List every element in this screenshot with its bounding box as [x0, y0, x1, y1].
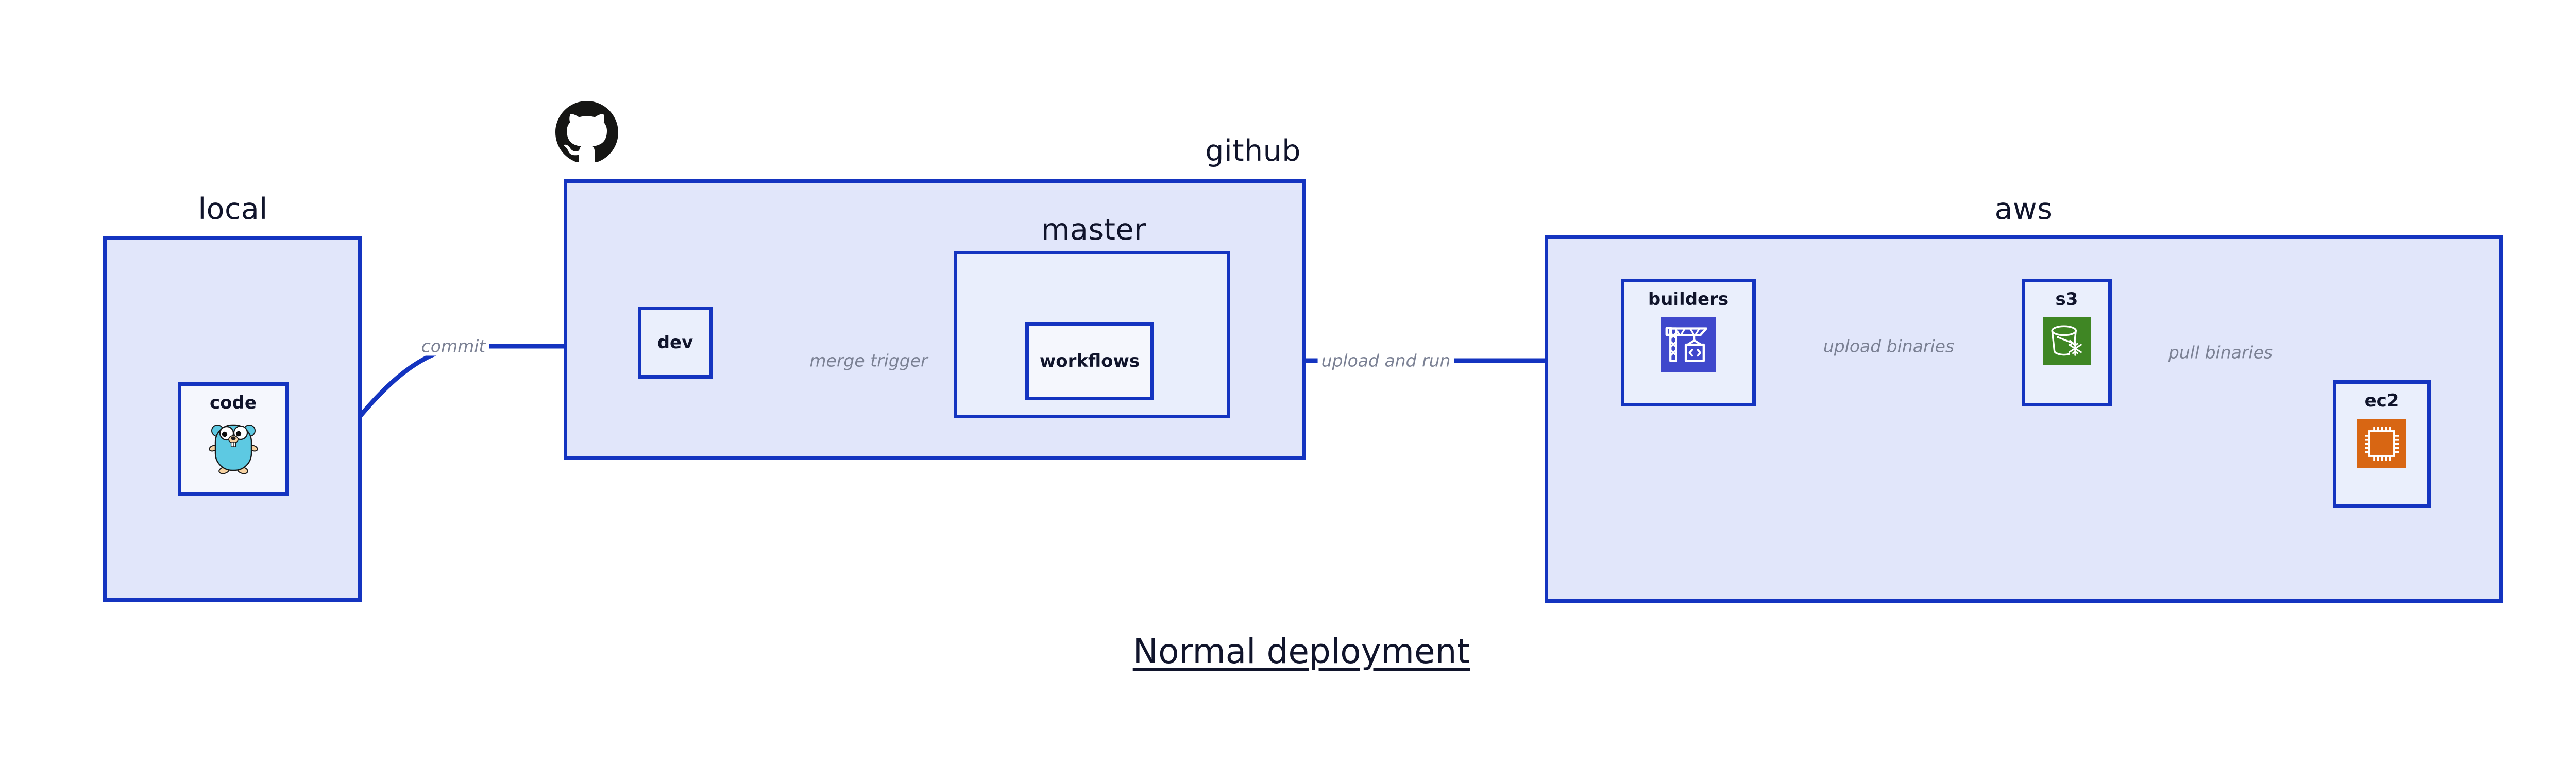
group-label-aws: aws [1994, 192, 2053, 226]
group-label-local: local [198, 192, 268, 226]
group-label-master: master [1041, 213, 1147, 247]
node-label-workflows: workflows [1039, 351, 1140, 371]
node-label-builders: builders [1648, 289, 1729, 310]
node-label-s3: s3 [2055, 289, 2078, 310]
edge-label-upload-binaries: upload binaries [1819, 336, 1958, 356]
node-s3[interactable]: s3 [2022, 279, 2112, 406]
aws-ec2-icon [2357, 419, 2406, 470]
node-label-dev: dev [657, 332, 693, 353]
node-workflows[interactable]: workflows [1025, 322, 1154, 400]
aws-s3-glacier-icon [2043, 317, 2091, 367]
node-dev[interactable]: dev [638, 307, 713, 379]
go-gopher-icon [208, 419, 258, 477]
github-octocat-logo [555, 101, 618, 166]
node-label-ec2: ec2 [2364, 390, 2399, 411]
node-label-code: code [210, 393, 257, 413]
edge-label-pull-binaries: pull binaries [2164, 343, 2277, 362]
edge-label-merge-trigger: merge trigger [806, 351, 931, 370]
node-code[interactable]: code [178, 382, 289, 496]
group-label-github: github [1205, 134, 1301, 168]
edge-label-upload-and-run: upload and run [1317, 351, 1454, 370]
edge-label-commit: commit [417, 336, 489, 356]
aws-codebuild-icon [1661, 317, 1716, 374]
node-builders[interactable]: builders [1621, 279, 1756, 406]
diagram-title: Normal deployment [1132, 632, 1470, 671]
node-ec2[interactable]: ec2 [2333, 380, 2431, 508]
